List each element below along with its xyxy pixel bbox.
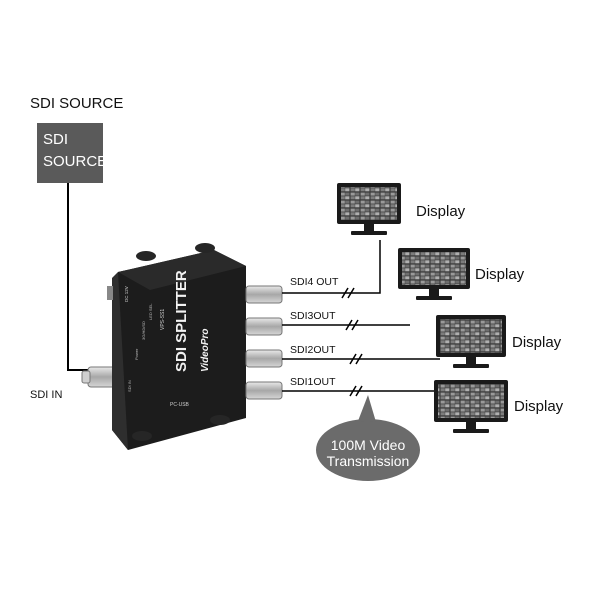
device-side-label: SDI IN bbox=[127, 380, 132, 392]
output-bnc-connector bbox=[245, 317, 283, 336]
mounting-hole bbox=[210, 415, 230, 425]
device-name: SDI SPLITTER bbox=[173, 270, 190, 372]
splitter-device: SDI SPLITTER VideoPro VPS-SS1 DC 12V PC-… bbox=[107, 243, 246, 450]
device-power-label: DC 12V bbox=[124, 286, 129, 302]
output-bnc-connector bbox=[245, 285, 283, 304]
output-label-sdi4: SDI4 OUT bbox=[290, 276, 339, 288]
bubble-text: 100M Video Transmission bbox=[318, 437, 418, 469]
output-label-sdi2: SDI2OUT bbox=[290, 344, 336, 356]
display-label-4: Display bbox=[416, 203, 466, 220]
cable-break-mark bbox=[349, 353, 363, 365]
device-mode-label: PC-USB bbox=[170, 402, 190, 408]
device-side-label: LED SEL bbox=[148, 303, 153, 320]
device-model: VPS-SS1 bbox=[160, 309, 166, 330]
source-cable bbox=[67, 183, 95, 371]
output-label-sdi1: SDI1OUT bbox=[290, 376, 336, 388]
mounting-hole bbox=[132, 431, 152, 441]
output-bnc-connector bbox=[245, 349, 283, 368]
side-connector bbox=[107, 286, 113, 300]
mounting-hole bbox=[136, 251, 156, 261]
sdi-source-box: SDI SOURCE bbox=[37, 123, 107, 183]
bubble-line-1: 100M Video bbox=[330, 437, 406, 453]
mounting-hole bbox=[195, 243, 215, 253]
transmission-bubble bbox=[316, 395, 420, 481]
output-cable-4 bbox=[282, 240, 381, 294]
display-monitor-3 bbox=[398, 248, 470, 300]
output-bnc-connector bbox=[245, 381, 283, 400]
bubble-line-2: Transmission bbox=[326, 453, 410, 469]
display-label-2: Display bbox=[512, 334, 562, 351]
cable-break-mark bbox=[345, 319, 359, 331]
source-title: SDI SOURCE bbox=[30, 95, 124, 112]
display-label-1: Display bbox=[514, 398, 564, 415]
display-monitor-2 bbox=[436, 315, 506, 368]
cable-break-mark bbox=[341, 287, 355, 299]
display-monitor-4 bbox=[337, 183, 401, 235]
cable-break-mark bbox=[349, 385, 363, 397]
device-brand: VideoPro bbox=[200, 328, 211, 372]
sdi-in-label: SDI IN bbox=[30, 389, 63, 401]
output-label-sdi3: SDI3OUT bbox=[290, 310, 336, 322]
display-monitor-1 bbox=[434, 380, 508, 433]
device-side-label: Power bbox=[134, 348, 139, 360]
display-label-3: Display bbox=[475, 266, 525, 283]
device-side-label: 3G/HD/SD bbox=[141, 321, 146, 340]
